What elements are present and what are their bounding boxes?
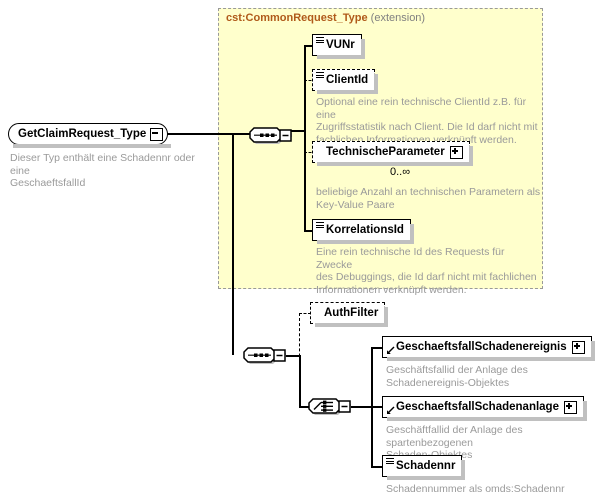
- element-korrelationsid-label: KorrelationsId: [326, 224, 404, 236]
- cardinality-technischeparameter: 0..∞: [390, 166, 411, 178]
- connector-main-trunk: [232, 133, 234, 355]
- connector-choice-out: [350, 406, 372, 408]
- simple-type-icon: [316, 72, 324, 79]
- expand-plus-icon[interactable]: [571, 340, 585, 354]
- simple-type-icon: [316, 222, 324, 229]
- sequence-compositor-upper[interactable]: [246, 120, 302, 150]
- branch-to-technischeparameter: [304, 152, 316, 153]
- element-schadennr-label: Schadennr: [396, 460, 456, 472]
- element-geschaeftsfallschadenereignis[interactable]: GeschaeftsfallSchadenereignis: [382, 336, 595, 361]
- element-vunr[interactable]: VUNr: [312, 34, 365, 59]
- element-technischeparameter-label: TechnischeParameter: [326, 146, 445, 158]
- extension-kind-label: (extension): [370, 12, 426, 24]
- expand-plus-icon[interactable]: [449, 145, 463, 159]
- element-korrelationsid[interactable]: KorrelationsId: [312, 219, 414, 244]
- branch-spine-lower-solid: [299, 355, 301, 407]
- element-clientid[interactable]: ClientId: [312, 69, 379, 94]
- element-clientid-annotation: Optional eine rein technische ClientId z…: [316, 96, 538, 146]
- sequence-compositor-lower[interactable]: [240, 340, 296, 370]
- element-authfilter-label: AuthFilter: [324, 307, 379, 319]
- element-geschaeftsfallschadenereignis-annotation: Geschäftsfallid der Anlage des Schadener…: [386, 364, 528, 389]
- branch-to-vunr: [304, 45, 313, 47]
- branch-to-geschaeftsfallschadenereignis: [371, 347, 383, 349]
- element-geschaeftsfallschadenereignis-label: GeschaeftsfallSchadenereignis: [396, 341, 567, 353]
- branch-to-clientid: [304, 80, 316, 81]
- choice-compositor[interactable]: [305, 391, 365, 423]
- simple-type-icon: [316, 37, 324, 44]
- root-type-node[interactable]: GetClaimRequest_Type: [8, 123, 172, 148]
- connector-root-to-trunk: [152, 133, 252, 135]
- extension-type-name: cst:CommonRequest_Type: [226, 12, 368, 24]
- reference-icon: [386, 406, 395, 415]
- element-schadennr-annotation: Schadennummer als omds:Schadennr: [386, 483, 565, 495]
- extension-group-title: cst:CommonRequest_Type (extension): [226, 12, 425, 24]
- element-technischeparameter[interactable]: TechnischeParameter: [312, 141, 473, 166]
- element-geschaeftsfallschadenanlage[interactable]: GeschaeftsfallSchadenanlage: [382, 396, 587, 421]
- minus-box-icon[interactable]: [150, 127, 164, 141]
- element-vunr-label: VUNr: [326, 39, 355, 51]
- simple-type-icon: [386, 458, 394, 465]
- element-clientid-label: ClientId: [326, 74, 369, 86]
- root-type-label: GetClaimRequest_Type: [18, 128, 147, 140]
- connector-seq-upper-out: [291, 130, 305, 132]
- connector-to-choice: [299, 406, 309, 408]
- element-technischeparameter-annotation: beliebige Anzahl an technischen Paramete…: [316, 186, 541, 211]
- reference-icon: [386, 346, 395, 355]
- connector-seq-lower-out: [285, 355, 300, 357]
- element-korrelationsid-annotation: Eine rein technische Id des Requests für…: [316, 246, 537, 296]
- branch-spine-upper: [304, 45, 306, 231]
- element-schadennr[interactable]: Schadennr: [382, 455, 466, 480]
- root-type-annotation: Dieser Typ enthält eine Schadennr oder e…: [10, 152, 195, 189]
- branch-to-geschaeftsfallschadenanlage: [371, 406, 383, 408]
- branch-to-schadennr: [371, 466, 383, 468]
- element-geschaeftsfallschadenanlage-label: GeschaeftsfallSchadenanlage: [396, 401, 559, 413]
- branch-to-korrelationsid: [304, 230, 313, 232]
- branch-to-authfilter: [299, 313, 311, 314]
- element-authfilter[interactable]: AuthFilter: [310, 302, 389, 327]
- expand-plus-icon[interactable]: [563, 400, 577, 414]
